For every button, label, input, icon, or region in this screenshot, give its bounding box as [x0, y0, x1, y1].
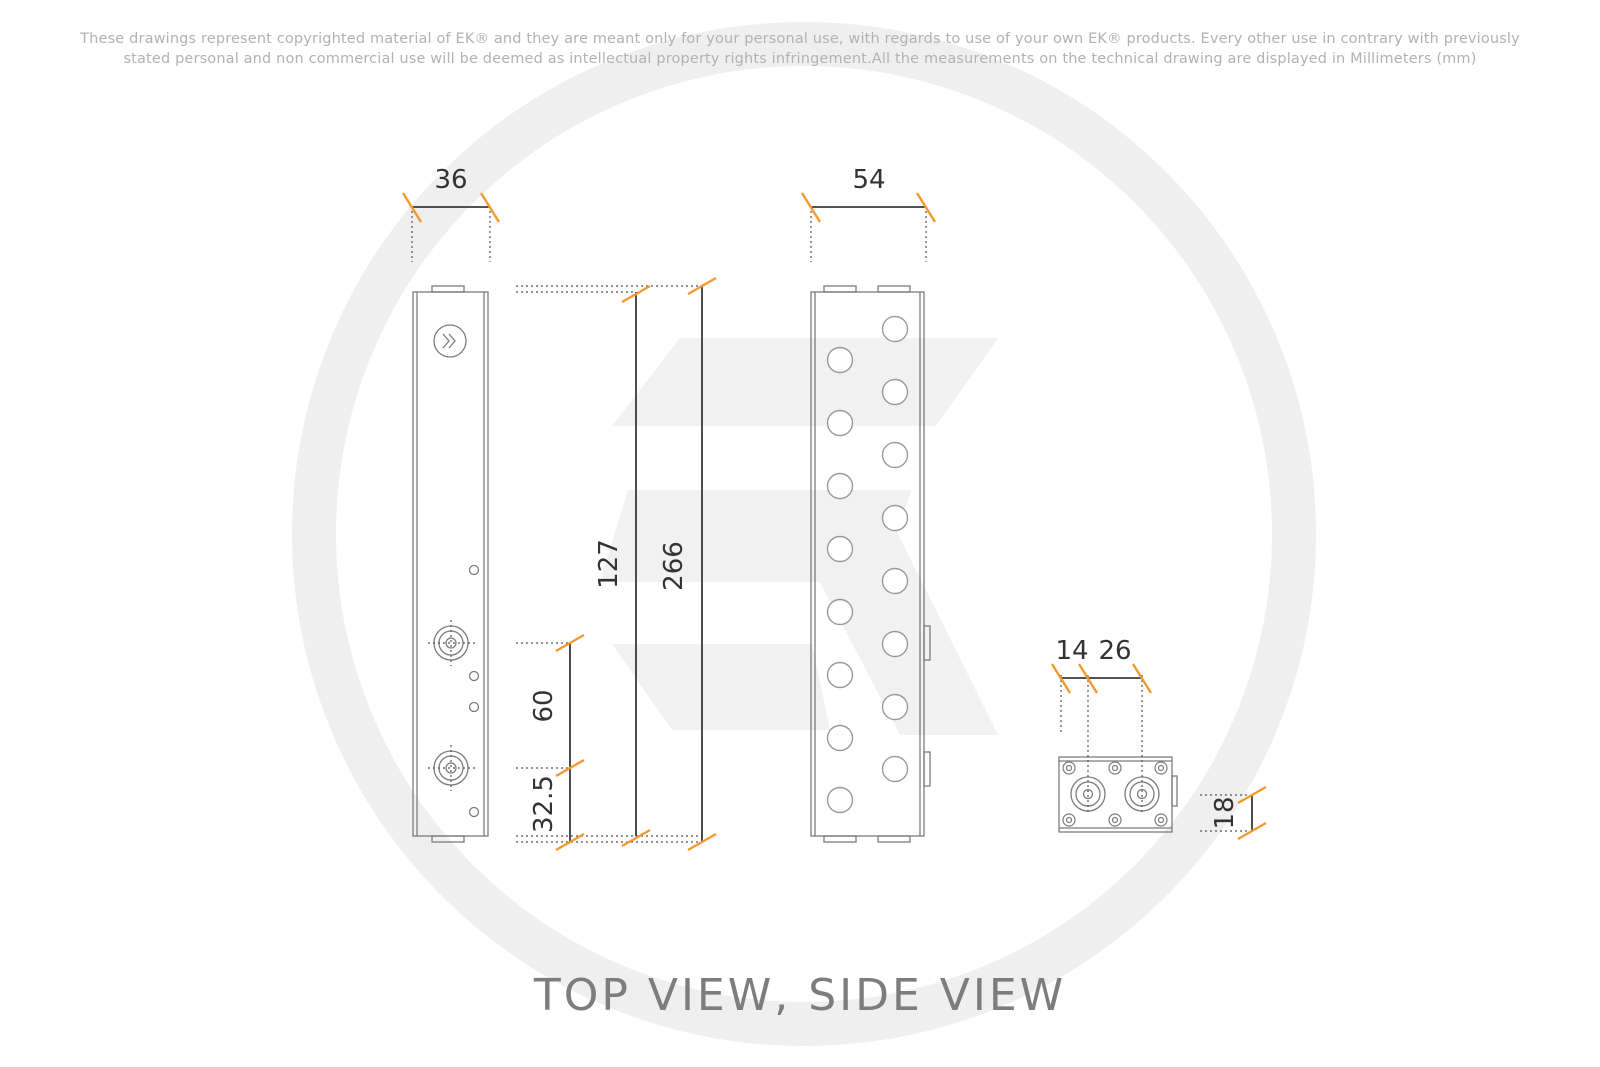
dim-127-label: 127 — [594, 539, 624, 589]
end-port-left — [1070, 675, 1106, 814]
copyright-disclaimer: These drawings represent copyrighted mat… — [40, 29, 1560, 69]
dim-18-label: 18 — [1210, 796, 1240, 829]
ek-logo-emblem — [433, 324, 467, 358]
dim-36-label: 36 — [434, 165, 467, 195]
dimension-36: 36 — [401, 165, 501, 262]
g14-port-upper — [428, 620, 478, 666]
dimension-length: 127 266 — [516, 276, 717, 852]
dimension-54: 54 — [800, 165, 937, 262]
dim-32-5-label: 32.5 — [529, 775, 559, 833]
dimension-end-spacing: 14 26 — [1050, 636, 1153, 694]
g14-port-lower — [428, 745, 478, 791]
dim-54-label: 54 — [852, 165, 885, 195]
dim-266-label: 266 — [659, 541, 689, 591]
end-view-body — [1058, 675, 1178, 833]
end-port-right — [1124, 675, 1160, 814]
dimension-ports: 60 32.5 — [516, 633, 585, 852]
disclaimer-line-2: stated personal and non commercial use w… — [123, 51, 1477, 67]
side-holes-left — [826, 346, 854, 814]
side-view-body — [810, 285, 931, 843]
top-port-cap — [431, 285, 465, 293]
view-caption: TOP VIEW, SIDE VIEW — [533, 970, 1067, 1021]
dimension-18: 18 — [1200, 785, 1267, 841]
side-holes-right — [881, 315, 909, 783]
top-view-body — [412, 285, 489, 843]
dim-26-label: 26 — [1098, 636, 1131, 666]
dim-60-label: 60 — [529, 689, 559, 722]
disclaimer-line-1: These drawings represent copyrighted mat… — [80, 31, 1520, 47]
dim-14-label: 14 — [1055, 636, 1088, 666]
